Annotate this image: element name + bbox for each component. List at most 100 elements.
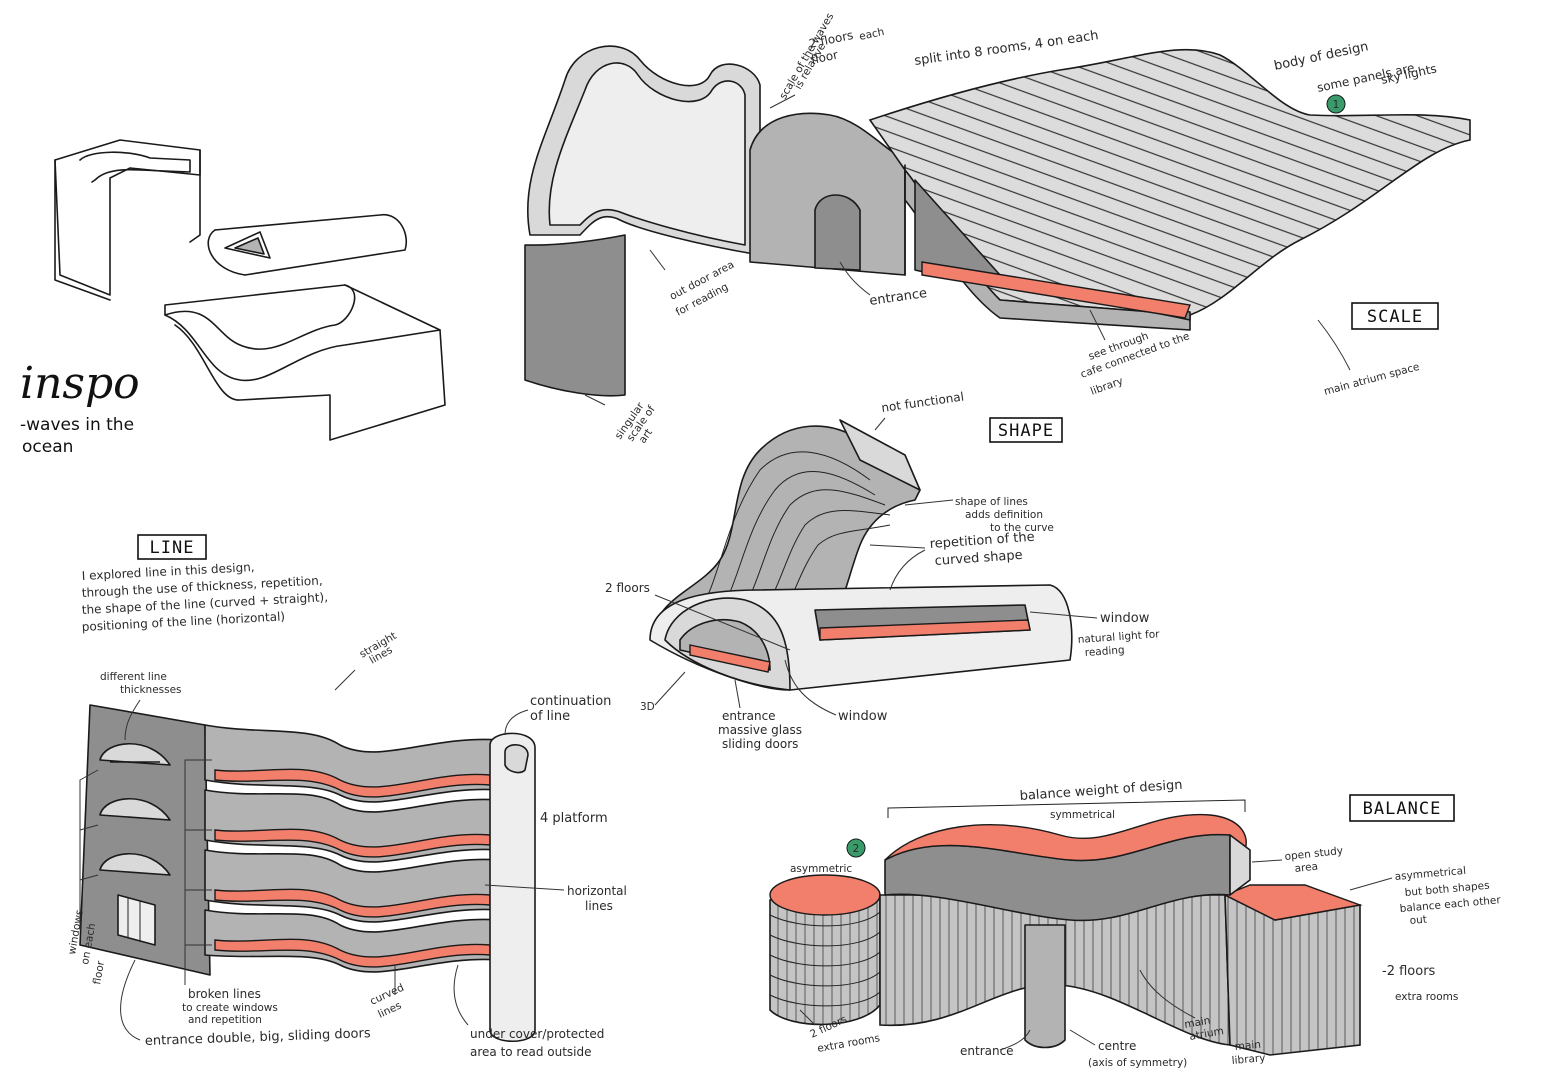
balance-study-2: area — [1294, 861, 1319, 875]
shape-not-functional-arrow — [874, 417, 886, 431]
balance-floors-1: -2 floors — [1382, 964, 1436, 979]
shape-entrance-1: entrance — [722, 709, 776, 723]
line-horizontal-1: horizontal — [567, 884, 627, 898]
shape-lines-2: adds definition — [965, 509, 1043, 521]
shape-entrance-2: massive glass — [718, 723, 802, 737]
scale-entrance-label: entrance — [868, 286, 928, 309]
inspo-line-2: ocean — [22, 437, 73, 457]
line-thickness-2: thicknesses — [120, 684, 182, 696]
shape-lines-1: shape of lines — [955, 496, 1028, 508]
line-platform-label: 4 platform — [540, 811, 608, 826]
scale-outdoor-arrow — [649, 249, 666, 271]
line-title-box — [137, 534, 207, 560]
balance-drawing — [769, 799, 1363, 1056]
balance-asymmetric-label: asymmetric — [790, 863, 852, 875]
balance-entrance-arrow — [999, 1029, 1031, 1051]
shape-title: SHAPE — [998, 421, 1054, 441]
scale-entrance-arrow — [839, 261, 871, 296]
shape-natural-2: reading — [1084, 644, 1125, 659]
shape-3d-label: 3D — [640, 701, 655, 713]
scale-relative-arrow — [769, 94, 796, 109]
shape-floors-label: 2 floors — [605, 581, 650, 595]
balance-lower-floors-2: extra rooms — [816, 1032, 880, 1055]
line-thickness-1: different line — [100, 671, 167, 683]
line-entrance-arrow — [120, 959, 141, 1041]
line-entrance-label: entrance double, big, sliding doors — [145, 1026, 371, 1049]
shape-window-arrow — [1029, 611, 1098, 619]
shape-repetition-arrow — [869, 544, 926, 591]
line-continuation-1: continuation — [530, 694, 611, 709]
line-windows-3: floor — [91, 959, 107, 985]
shape-repetition-2: curved shape — [934, 548, 1023, 569]
balance-symmetrical-label: symmetrical — [1050, 809, 1115, 821]
scale-drawing — [524, 45, 1471, 397]
line-continuation-arrow — [504, 709, 529, 736]
balance-atrium-2: atrium — [1188, 1025, 1224, 1043]
line-horizontal-2: lines — [585, 899, 613, 913]
line-title: LINE — [150, 538, 195, 558]
scale-body-label-1: body of design — [1273, 39, 1370, 74]
balance-weight-label: balance weight of design — [1019, 778, 1183, 804]
shape-lines-arrow — [904, 499, 954, 506]
scale-split-label: split into 8 rooms, 4 on each — [913, 28, 1099, 69]
line-broken-3: and repetition — [188, 1014, 262, 1026]
shape-lines-3: to the curve — [990, 522, 1054, 534]
scale-cafe-arrow — [1089, 309, 1106, 341]
scale-badge-label: 1 — [1333, 99, 1340, 111]
balance-title-box — [1349, 794, 1455, 822]
balance-badge — [846, 838, 866, 858]
scale-singular-arrow — [584, 394, 606, 406]
line-thickness-arrow — [124, 699, 141, 741]
scale-floors-2: each — [858, 26, 885, 43]
line-drawing — [79, 704, 536, 1042]
line-undercover-2: area to read outside — [470, 1045, 592, 1059]
scale-title: SCALE — [1367, 307, 1423, 327]
shape-drawing — [649, 419, 1073, 691]
line-undercover-1: under cover/protected — [470, 1027, 604, 1041]
inspo-title: inspo — [20, 358, 140, 409]
balance-title: BALANCE — [1363, 799, 1442, 819]
balance-library-arrow — [1139, 969, 1196, 1019]
shape-entrance-arrow — [734, 679, 741, 709]
shape-repetition-1: repetition of the — [929, 530, 1035, 552]
balance-centre-arrow — [1069, 1029, 1096, 1046]
shape-not-functional: not functional — [880, 390, 964, 415]
shape-natural-1: natural light for — [1077, 628, 1160, 646]
shape-window2-arrow — [784, 659, 837, 716]
line-straight-arrow — [334, 669, 356, 691]
scale-title-box — [1351, 302, 1439, 330]
line-broken-arrow — [184, 759, 212, 985]
line-undercover-arrow — [453, 964, 469, 1026]
shape-title-box — [989, 417, 1063, 443]
balance-asym-4: out — [1409, 914, 1427, 927]
inspo-caption: inspo -waves in the ocean — [20, 358, 140, 457]
scale-atrium-label: main atrium space — [1323, 361, 1421, 398]
line-labels: LINE I explored line in this design, thr… — [66, 534, 627, 1059]
line-broken-1: broken lines — [188, 987, 261, 1001]
balance-entrance-label: entrance — [960, 1044, 1014, 1058]
balance-asym-1: asymmetrical — [1394, 865, 1466, 883]
balance-asym-arrow — [1349, 877, 1393, 891]
line-continuation-2: of line — [530, 709, 570, 724]
balance-library-2: library — [1231, 1052, 1266, 1067]
balance-library-1: main — [1234, 1039, 1261, 1053]
balance-study-arrow — [1251, 859, 1283, 863]
inspo-line-1: -waves in the — [20, 415, 134, 435]
shape-window-label: window — [1100, 611, 1150, 626]
balance-floors-2: extra rooms — [1395, 991, 1458, 1003]
scale-cafe-3: library — [1089, 375, 1125, 398]
shape-labels: SHAPE not functional shape of lines adds… — [605, 390, 1161, 751]
balance-lower-floors-arrow — [799, 1009, 816, 1026]
scale-floors-3: floor — [810, 48, 840, 67]
line-broken-2: to create windows — [182, 1002, 278, 1014]
balance-atrium-1: main — [1183, 1015, 1211, 1031]
shape-entrance-3: sliding doors — [722, 737, 798, 751]
balance-badge-label: 2 — [853, 843, 860, 855]
balance-centre-1: centre — [1098, 1039, 1136, 1053]
line-horizontal-arrow — [484, 884, 565, 891]
scale-badge — [1326, 94, 1346, 114]
shape-floors-arrow — [654, 594, 791, 651]
scale-atrium-arrow — [1317, 319, 1351, 371]
shape-window2-label: window — [838, 709, 888, 724]
